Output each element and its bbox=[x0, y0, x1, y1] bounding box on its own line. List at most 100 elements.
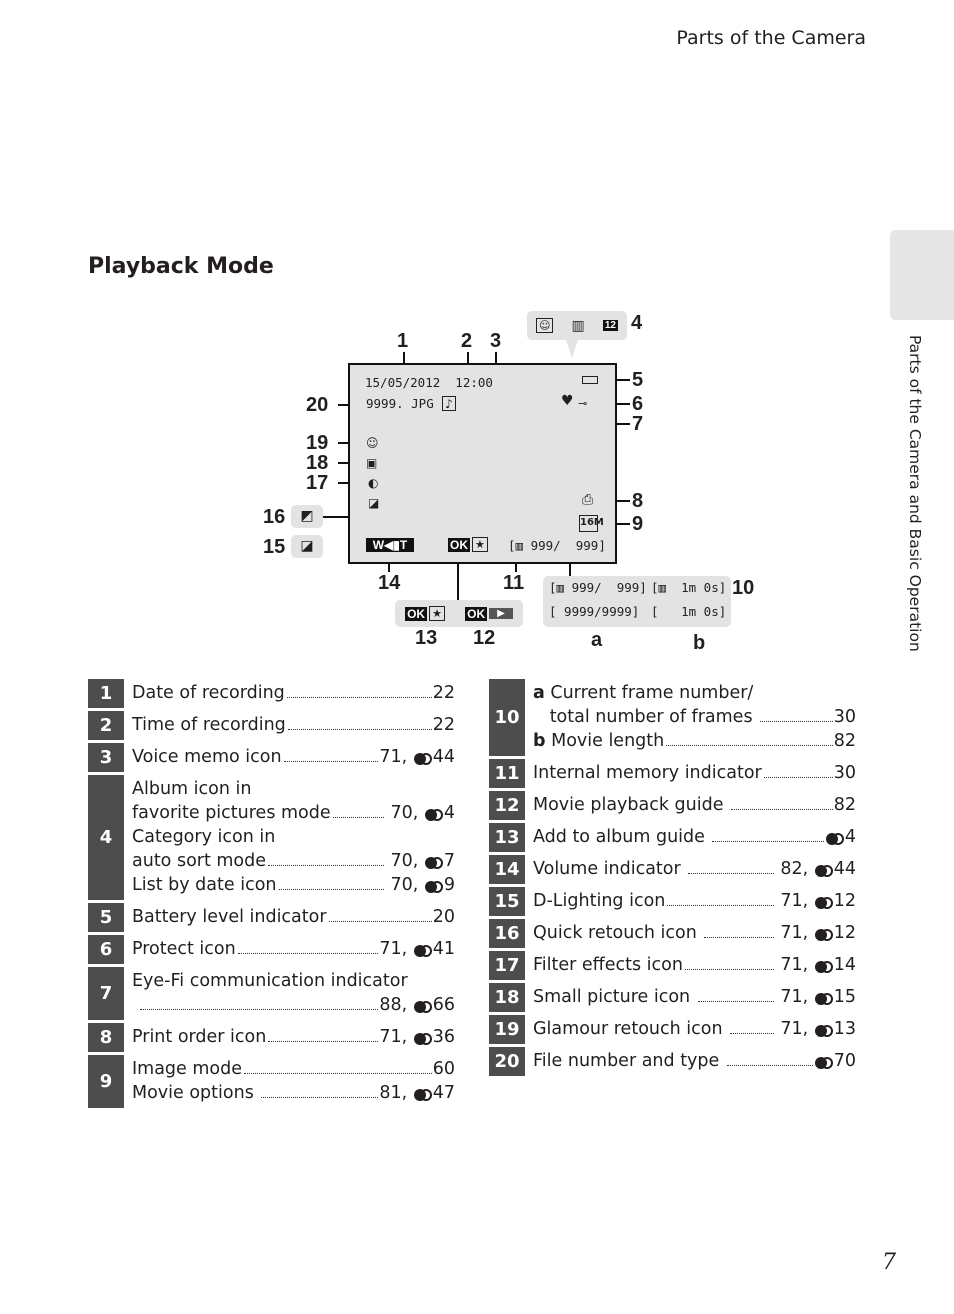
legend-body: Add to album guide 4 bbox=[525, 823, 856, 852]
legend-label: Small picture icon bbox=[533, 987, 696, 1007]
dot-leader bbox=[697, 1001, 774, 1002]
reference-page: 41 bbox=[432, 939, 455, 959]
legend-label: Glamour retouch icon bbox=[533, 1019, 729, 1039]
legend-line: total number of frames 30 bbox=[533, 705, 856, 729]
page-numbers: 20 bbox=[432, 907, 455, 927]
legend-page-ref: 30 bbox=[834, 761, 856, 785]
page-numbers: 71, bbox=[379, 1027, 413, 1047]
page-numbers: 88, bbox=[379, 995, 413, 1015]
legend-label: Voice memo icon bbox=[132, 747, 282, 767]
page-numbers: 82 bbox=[833, 795, 856, 815]
callout-12: 12 bbox=[473, 627, 496, 649]
reference-page: 12 bbox=[833, 923, 856, 943]
legend-row: 13 Add to album guide 4 bbox=[489, 823, 856, 852]
legend-number: 6 bbox=[88, 935, 124, 964]
legend-body: File number and type 70 bbox=[525, 1047, 856, 1076]
legend-label: Movie options bbox=[132, 1083, 260, 1103]
reference-section-icon bbox=[814, 1056, 833, 1069]
dot-leader bbox=[268, 865, 384, 866]
album-star-icon: ★ bbox=[429, 606, 445, 621]
reference-section-icon bbox=[814, 896, 833, 909]
legend-line: Add to album guide 4 bbox=[533, 825, 856, 849]
reference-section-icon bbox=[814, 864, 833, 877]
dot-leader bbox=[704, 937, 774, 938]
legend-number: 9 bbox=[88, 1055, 124, 1108]
legend-number: 13 bbox=[489, 823, 525, 852]
legend-page-ref: 71, 41 bbox=[379, 937, 455, 961]
page-numbers: 71, bbox=[774, 955, 814, 975]
legend-page-ref: 70, 9 bbox=[385, 873, 455, 897]
callout-4: 4 bbox=[631, 312, 643, 334]
page-numbers: 71, bbox=[774, 1019, 814, 1039]
legend-line: a Current frame number/ bbox=[533, 681, 856, 705]
add-to-album-guide-icon: OK★ bbox=[405, 606, 445, 621]
legend-number: 4 bbox=[88, 775, 124, 900]
reference-section-icon bbox=[413, 1032, 432, 1045]
page-numbers: 70, bbox=[384, 803, 424, 823]
dot-leader bbox=[237, 953, 379, 954]
glamour-retouch-icon: ☺ bbox=[366, 436, 379, 450]
frame-count-a2: [ 9999/9999] bbox=[549, 604, 640, 619]
legend-number: 2 bbox=[88, 711, 124, 740]
page-numbers: 22 bbox=[432, 683, 455, 703]
guide-box: OK★ OK▶ bbox=[395, 600, 523, 627]
reference-section-icon bbox=[424, 808, 443, 821]
reference-section-icon bbox=[413, 944, 432, 957]
legend-label: Album icon in bbox=[132, 779, 252, 799]
legend-label: Movie playback guide bbox=[533, 795, 730, 815]
page-numbers: 22 bbox=[432, 715, 455, 735]
legend-line: Small picture icon 71, 15 bbox=[533, 985, 856, 1009]
legend-page-ref: 22 bbox=[433, 681, 455, 705]
legend-label: Time of recording bbox=[132, 715, 286, 735]
legend-page-ref: 71, 14 bbox=[775, 953, 856, 977]
callout-8: 8 bbox=[632, 490, 644, 512]
date-time-readout: 15/05/2012 12:00 bbox=[365, 375, 493, 390]
page-numbers: 81, bbox=[379, 1083, 413, 1103]
reference-section-icon bbox=[424, 856, 443, 869]
legend-page-ref: 82 bbox=[834, 793, 856, 817]
legend-number: 5 bbox=[88, 903, 124, 932]
callout-14: 14 bbox=[378, 572, 401, 594]
dot-leader bbox=[286, 697, 432, 698]
reference-section-icon bbox=[413, 1000, 432, 1013]
legend-label: total number of frames bbox=[533, 707, 759, 727]
album-category-icons: ☺ ▥ 12 bbox=[527, 311, 627, 340]
section-tab bbox=[890, 230, 954, 320]
legend-line: Movie options 81, 47 bbox=[132, 1081, 455, 1105]
legend-label: Volume indicator bbox=[533, 859, 687, 879]
legend-page-ref: 22 bbox=[433, 713, 455, 737]
dot-leader bbox=[244, 1073, 432, 1074]
legend-number: 1 bbox=[88, 679, 124, 708]
ok-button-icon: OK bbox=[448, 537, 470, 552]
legend-label: Image mode bbox=[132, 1059, 242, 1079]
legend-body: Movie playback guide 82 bbox=[525, 791, 856, 820]
frame-count-value: 999/ 999 bbox=[530, 538, 599, 553]
legend-number: 18 bbox=[489, 983, 525, 1012]
legend-page-ref: 71, 36 bbox=[379, 1025, 455, 1049]
sublabel-b: b bbox=[693, 632, 706, 654]
legend-page-ref: 82 bbox=[834, 729, 856, 753]
dot-leader bbox=[287, 729, 432, 730]
reference-page: 15 bbox=[833, 987, 856, 1007]
d-lighting-icon: ◪ bbox=[368, 496, 380, 510]
dot-leader bbox=[731, 809, 833, 810]
dot-leader bbox=[667, 905, 774, 906]
legend-number: 10 bbox=[489, 679, 525, 756]
callout-20: 20 bbox=[306, 394, 329, 416]
dot-leader bbox=[328, 921, 432, 922]
page-numbers: 82 bbox=[833, 731, 856, 751]
legend-page-ref: 71, 12 bbox=[775, 921, 856, 945]
callout-11: 11 bbox=[503, 572, 525, 594]
legend-number: 11 bbox=[489, 759, 525, 788]
